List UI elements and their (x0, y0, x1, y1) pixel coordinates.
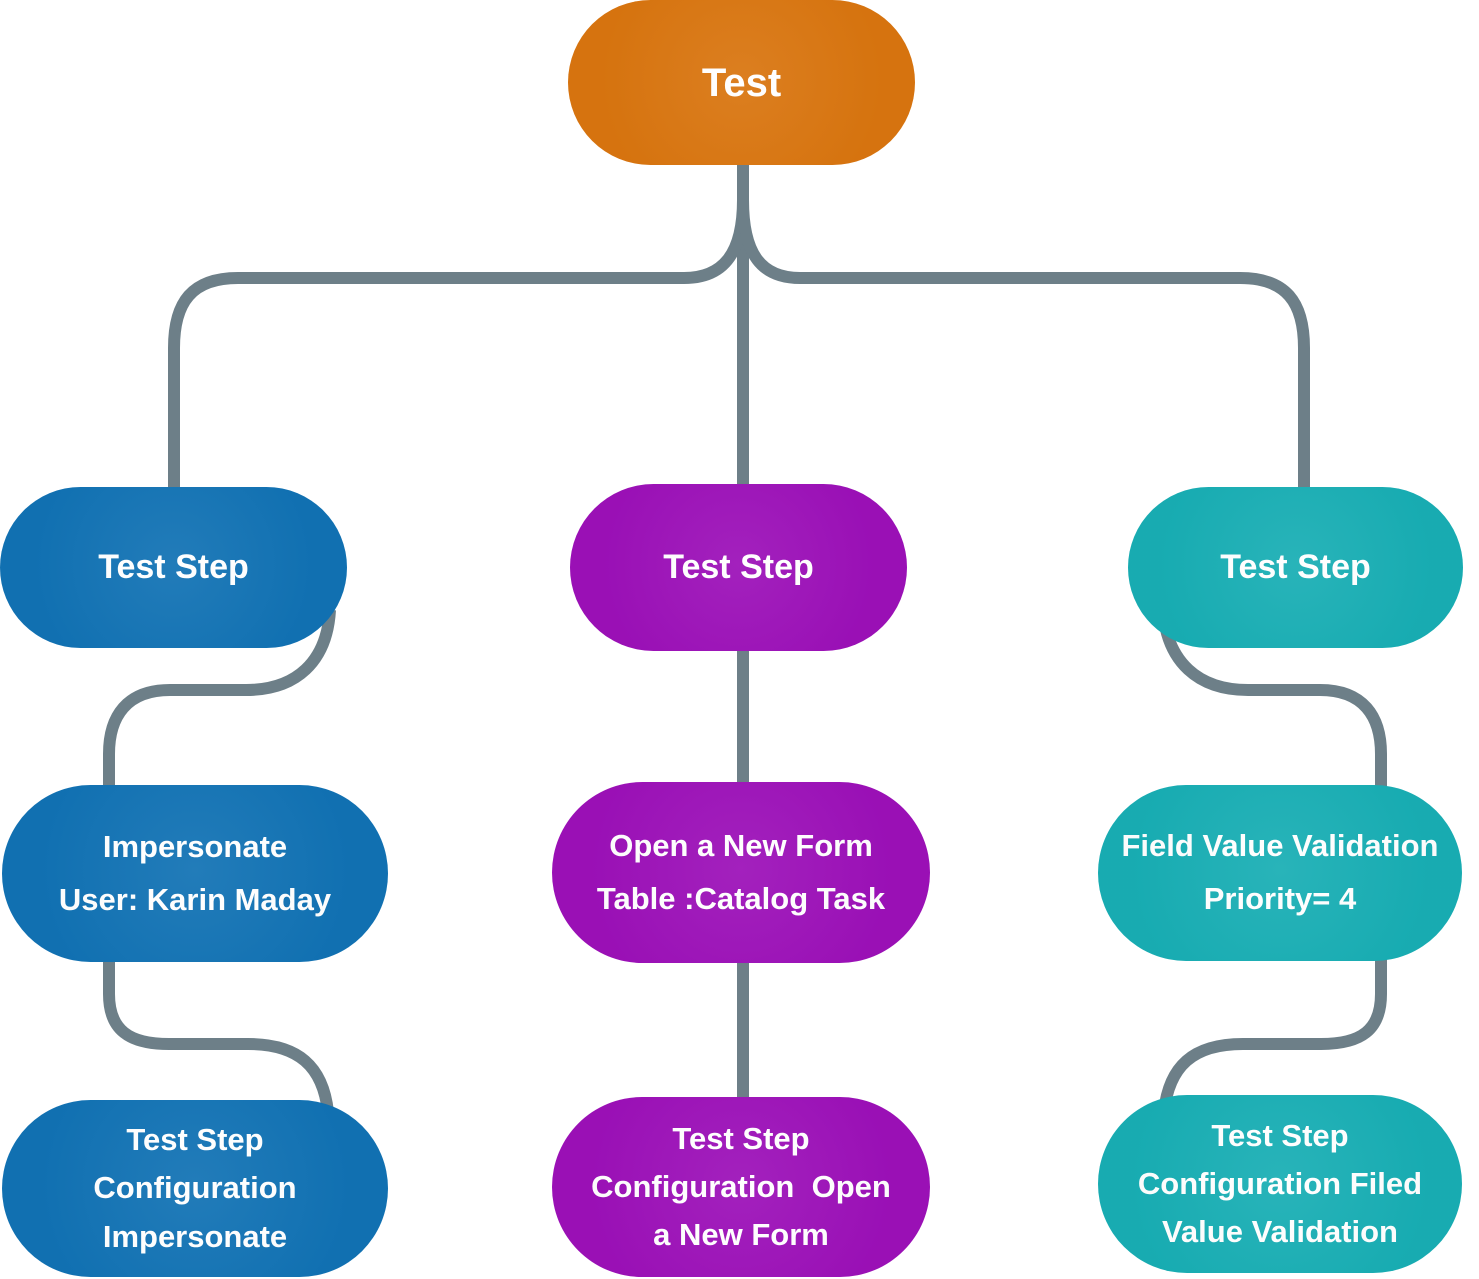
node-test-step-left-label: Test Step (98, 548, 249, 587)
node-config-impersonate-label: Test Step Configuration Impersonate (93, 1122, 297, 1254)
node-config-open-form-label: Test Step Configuration Open a New Form (591, 1120, 891, 1253)
node-field-value-validation-label: Field Value Validation Priority= 4 (1121, 828, 1439, 916)
node-test-step-right-label: Test Step (1220, 548, 1371, 587)
connector-test-to-right-step (737, 150, 1310, 500)
node-config-open-form: Test Step Configuration Open a New Form (552, 1097, 930, 1277)
node-config-impersonate: Test Step Configuration Impersonate (2, 1100, 388, 1277)
node-field-value-validation: Field Value Validation Priority= 4 (1098, 785, 1462, 961)
node-test-step-middle-label: Test Step (663, 548, 814, 587)
connector-rightstep-to-fieldvalue (1157, 609, 1387, 795)
node-test-step-middle: Test Step (570, 484, 907, 651)
node-open-new-form: Open a New Form Table :Catalog Task (552, 782, 930, 963)
node-test-step-right: Test Step (1128, 487, 1463, 648)
connector-fieldvalue-to-config (1158, 950, 1387, 1113)
node-open-new-form-label: Open a New Form Table :Catalog Task (596, 827, 886, 916)
node-impersonate-user: Impersonate User: Karin Maday (2, 785, 388, 962)
node-test: Test (568, 0, 915, 165)
node-config-field-validation-label: Test Step Configuration Filed Value Vali… (1137, 1117, 1423, 1250)
connector-impersonate-to-config (103, 950, 334, 1113)
node-test-label: Test (701, 60, 782, 105)
node-test-step-left: Test Step (0, 487, 347, 648)
node-config-field-validation: Test Step Configuration Filed Value Vali… (1098, 1095, 1462, 1273)
connector-leftstep-to-impersonate (103, 609, 336, 795)
node-impersonate-user-label: Impersonate User: Karin Maday (58, 828, 332, 917)
connector-test-to-left-step (168, 150, 749, 500)
